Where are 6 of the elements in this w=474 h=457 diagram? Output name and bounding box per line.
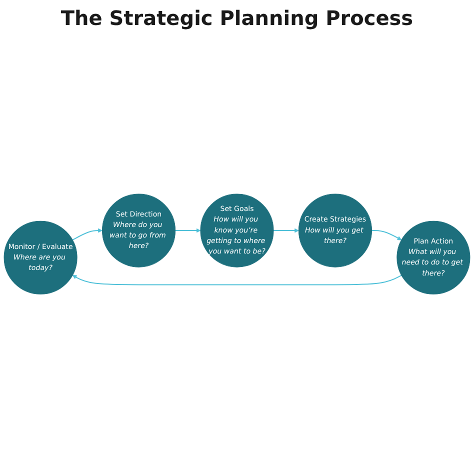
arrow: [72, 275, 402, 286]
arrow: [175, 228, 201, 234]
arrow: [72, 228, 102, 241]
diagram-title: The Strategic Planning Process: [60, 6, 414, 30]
arrow: [372, 230, 402, 241]
arrow: [274, 228, 299, 234]
